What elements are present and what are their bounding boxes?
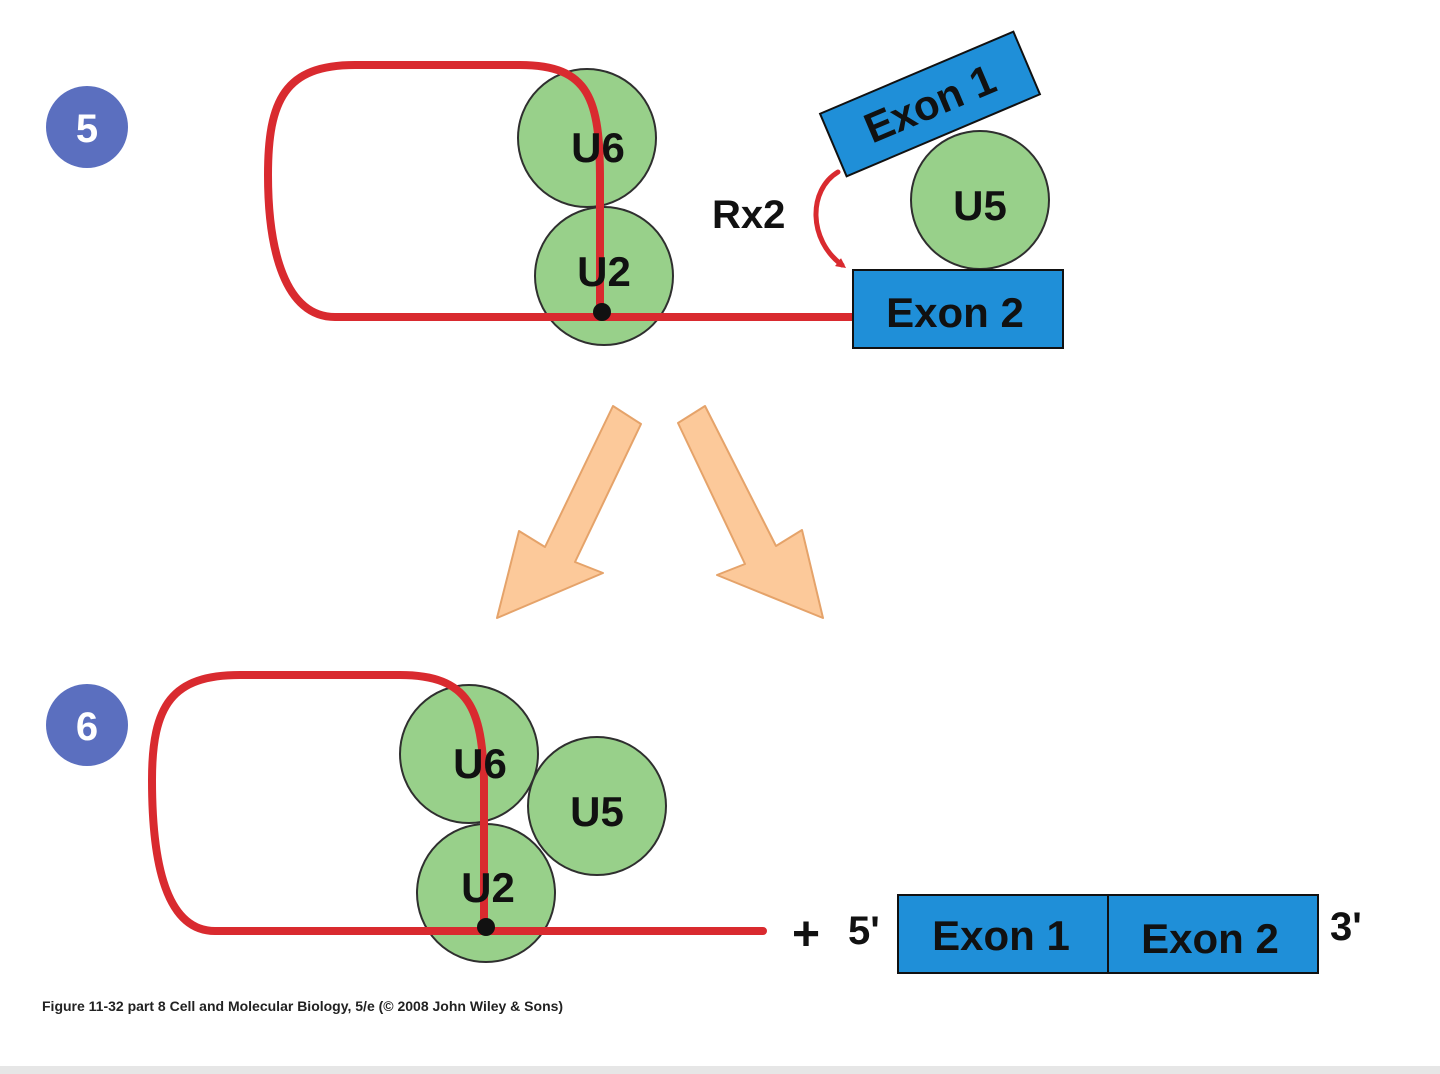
u5-snrnp-step6 bbox=[527, 736, 667, 876]
figure-caption: Figure 11-32 part 8 Cell and Molecular B… bbox=[42, 998, 564, 1014]
down-left-arrow-icon bbox=[496, 405, 642, 619]
exon-1-box bbox=[818, 30, 1042, 178]
intron-lariat-strand bbox=[264, 61, 859, 321]
u6-label: U6 bbox=[571, 124, 625, 171]
u6-label-step6: U6 bbox=[453, 740, 507, 787]
excised-lariat-strand bbox=[148, 671, 767, 935]
exon-2-box bbox=[852, 269, 1064, 349]
u6-snrnp-step6 bbox=[399, 684, 539, 824]
ligated-exon-2-label: Exon 2 bbox=[1141, 915, 1279, 962]
u5-label-step6: U5 bbox=[570, 788, 624, 835]
step-5-badge bbox=[46, 86, 128, 168]
exon-2-label: Exon 2 bbox=[886, 289, 1024, 336]
reaction-2-curved-arrow-icon bbox=[813, 169, 847, 268]
ligated-exon-2-box bbox=[1107, 894, 1319, 974]
step-6-badge bbox=[46, 684, 128, 766]
u6-snrnp bbox=[517, 68, 657, 208]
branch-point-dot bbox=[593, 303, 611, 321]
step-5-number: 5 bbox=[76, 107, 98, 151]
u2-label: U2 bbox=[577, 248, 631, 295]
plus-sign: + bbox=[792, 908, 820, 961]
three-prime-label: 3' bbox=[1330, 905, 1362, 949]
down-right-arrow-icon bbox=[677, 405, 824, 619]
step-6: 6 U6 U5 U2 + 5' Exon 1 Exon 2 3' bbox=[46, 671, 1362, 974]
ligated-exon-1-label: Exon 1 bbox=[932, 912, 1070, 959]
u2-label-step6: U2 bbox=[461, 864, 515, 911]
reaction-2-label: Rx2 bbox=[712, 193, 785, 237]
u5-label: U5 bbox=[953, 182, 1007, 229]
step-5: 5 Exon 1 Exon 2 U6 U2 U5 Rx2 bbox=[46, 30, 1064, 349]
process-arrows bbox=[496, 405, 824, 619]
bottom-bar bbox=[0, 1066, 1440, 1074]
branch-point-dot-step6 bbox=[477, 918, 495, 936]
five-prime-label: 5' bbox=[848, 909, 880, 953]
step-6-number: 6 bbox=[76, 705, 98, 749]
